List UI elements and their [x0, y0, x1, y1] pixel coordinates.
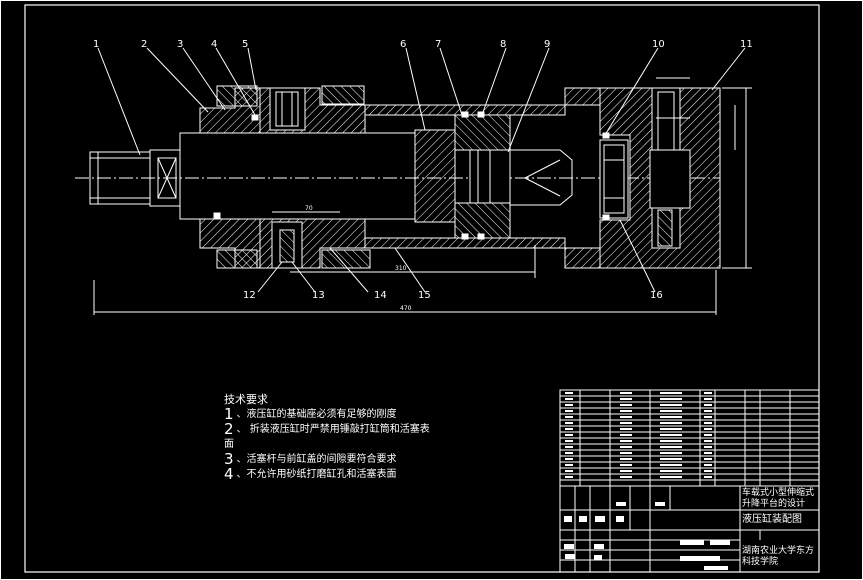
tech-requirement-2-cont-text: 面: [224, 439, 234, 450]
tech-requirement-2-num: 2: [224, 420, 234, 438]
balloon-10: 10: [652, 39, 665, 50]
balloon-12: 12: [243, 290, 256, 301]
dim-overall-length: 470: [400, 305, 412, 312]
dimension-values: 470 70 310: [305, 205, 412, 312]
tech-requirement-1: 1、液压缸的基础座必须有足够的刚度: [224, 407, 454, 422]
balloon-5: 5: [242, 39, 248, 50]
inner-frame: [24, 4, 820, 573]
cylinder-section: [75, 47, 752, 315]
title-block: [559, 389, 820, 573]
school-name: 湖南农业大学东方科技学院: [742, 546, 815, 567]
tech-requirement-2: 2、 折装液压缸时严禁用锤敲打缸筒和活塞表: [224, 422, 454, 437]
balloon-4: 4: [211, 39, 217, 50]
tech-requirement-3-text: 、活塞杆与前缸盖的间隙要符合要求: [236, 454, 397, 465]
balloon-1: 1: [93, 39, 99, 50]
balloon-6: 6: [400, 39, 406, 50]
dim-d2: 310: [395, 265, 407, 272]
technical-requirements: 技术要求 1、液压缸的基础座必须有足够的刚度 2、 折装液压缸时严禁用锤敲打缸筒…: [224, 392, 454, 482]
balloon-2: 2: [141, 39, 147, 50]
tech-requirement-1-text: 、液压缸的基础座必须有足够的刚度: [236, 409, 397, 420]
tech-requirement-4: 4、不允许用砂纸打磨缸孔和活塞表面: [224, 467, 454, 482]
project-name: 车载式小型伸缩式升降平台的设计: [742, 488, 815, 509]
drawing-title: 液压缸装配图: [742, 514, 802, 525]
tech-requirement-2-cont: 面: [224, 437, 454, 452]
balloon-labels: 1 2 3 4 5 6 7 8 9 10 11 12 13 14 15 16: [93, 39, 753, 301]
tech-requirement-3-num: 3: [224, 450, 234, 468]
balloon-15: 15: [418, 290, 431, 301]
tech-requirement-4-num: 4: [224, 465, 234, 483]
balloon-11: 11: [740, 39, 753, 50]
tech-requirement-2-text: 、 折装液压缸时严禁用锤敲打缸筒和活塞表: [236, 424, 430, 435]
balloon-3: 3: [177, 39, 183, 50]
dim-d1: 70: [305, 205, 313, 212]
tech-requirement-3: 3、活塞杆与前缸盖的间隙要符合要求: [224, 452, 454, 467]
balloon-13: 13: [312, 290, 325, 301]
tech-requirements-title: 技术要求: [224, 393, 268, 406]
parts-list: [560, 390, 819, 487]
tech-requirement-4-text: 、不允许用砂纸打磨缸孔和活塞表面: [236, 469, 397, 480]
balloon-16: 16: [650, 290, 663, 301]
balloon-14: 14: [374, 290, 387, 301]
tech-requirement-1-num: 1: [224, 405, 234, 423]
balloon-9: 9: [544, 39, 550, 50]
balloon-8: 8: [500, 39, 506, 50]
balloon-7: 7: [435, 39, 441, 50]
